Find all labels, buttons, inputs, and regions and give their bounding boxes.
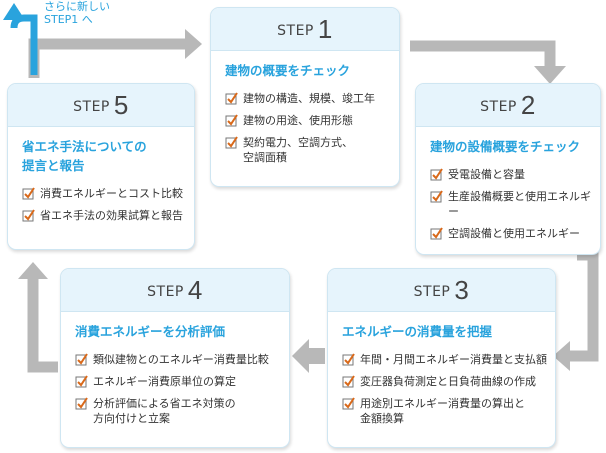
step-1-title: 建物の概要をチェック — [225, 63, 351, 78]
checklist-item-text: 年間・月間エネルギー消費量と支払額 — [360, 353, 547, 366]
checklist-item: 用途別エネルギー消費量の算出と 金額換算 — [342, 396, 547, 426]
checklist-item-text: エネルギー消費原単位の算定 — [93, 375, 236, 388]
step-4-checklist: 類似建物とのエネルギー消費量比較 エネルギー消費原単位の算定 分析評価による省エ… — [61, 352, 289, 426]
arrow-step4-to-step5-head — [18, 262, 48, 279]
step-2-title: 建物の設備概要をチェック — [430, 139, 581, 154]
checkbox-check-icon — [430, 190, 443, 203]
checkbox-check-icon — [430, 168, 443, 181]
step-3-card: STEP 3 エネルギーの消費量を把握 年間・月間エネルギー消費量と支払額 変圧… — [327, 268, 556, 448]
checkbox-check-icon — [22, 187, 35, 200]
checkbox-check-icon — [75, 353, 88, 366]
checklist-item: 契約電力、空調方式、 空調面積 — [225, 135, 391, 165]
checkbox-check-icon — [342, 375, 355, 388]
step-3-checklist: 年間・月間エネルギー消費量と支払額 変圧器負荷測定と日負荷曲線の作成 用途別エネ… — [328, 352, 555, 426]
checklist-item: 空調設備と使用エネルギー — [430, 226, 592, 241]
step-4-header: STEP 4 — [61, 269, 289, 312]
checklist-item-text: 生産設備概要と使用エネルギー — [448, 190, 591, 218]
checklist-item: 類似建物とのエネルギー消費量比較 — [75, 352, 281, 367]
step-number: 3 — [454, 274, 470, 305]
step-5-title: 省エネ手法についての 提言と報告 — [22, 139, 147, 173]
arrow-step1-to-step2-head — [534, 66, 566, 84]
checkbox-check-icon — [22, 209, 35, 222]
step-1-header: STEP 1 — [211, 8, 399, 51]
step-3-header: STEP 3 — [328, 269, 555, 312]
arrow-step3-to-step4 — [292, 339, 325, 373]
checklist-item-text: 消費エネルギーとコスト比較 — [40, 187, 183, 200]
checklist-item-text: 受電設備と容量 — [448, 168, 525, 181]
checkbox-check-icon — [225, 92, 238, 105]
checkbox-check-icon — [225, 136, 238, 149]
checklist-item-text: 用途別エネルギー消費量の算出と 金額換算 — [360, 397, 525, 425]
checklist-item: 生産設備概要と使用エネルギー — [430, 189, 592, 219]
step-4-card: STEP 4 消費エネルギーを分析評価 類似建物とのエネルギー消費量比較 エネル… — [60, 268, 290, 448]
checklist-item-text: 省エネ手法の効果試算と報告 — [40, 209, 183, 222]
restart-arrow-head — [3, 3, 25, 20]
step-1-checklist: 建物の構造、規模、竣工年 建物の用途、使用形態 契約電力、空調方式、 空調面積 — [211, 91, 399, 165]
step-label: STEP — [413, 284, 451, 300]
step-number: 1 — [317, 13, 333, 44]
step-label: STEP — [277, 23, 314, 39]
checklist-item: 消費エネルギーとコスト比較 — [22, 186, 186, 201]
step-5-checklist: 消費エネルギーとコスト比較 省エネ手法の効果試算と報告 — [8, 186, 194, 223]
checkbox-check-icon — [342, 397, 355, 410]
step-2-card: STEP 2 建物の設備概要をチェック 受電設備と容量 生産設備概要と使用エネル… — [415, 83, 601, 255]
step-number: 2 — [520, 89, 536, 120]
step-label: STEP — [147, 284, 184, 300]
step-1-card: STEP 1 建物の概要をチェック 建物の構造、規模、竣工年 建物の用途、使用形… — [210, 7, 400, 187]
checklist-item: 建物の用途、使用形態 — [225, 113, 391, 128]
checkbox-check-icon — [225, 114, 238, 127]
checklist-item: 年間・月間エネルギー消費量と支払額 — [342, 352, 547, 367]
checklist-item-text: 建物の用途、使用形態 — [243, 114, 353, 127]
arrow-step2-to-step3 — [568, 249, 599, 362]
step-label: STEP — [480, 99, 517, 115]
checkbox-check-icon — [75, 375, 88, 388]
arrow-step1-to-step2 — [410, 40, 556, 70]
checklist-item: 変圧器負荷測定と日負荷曲線の作成 — [342, 374, 547, 389]
checklist-item: エネルギー消費原単位の算定 — [75, 374, 281, 389]
checklist-item-text: 分析評価による省エネ対策の 方向付けと立案 — [93, 397, 236, 425]
step-5-card: STEP 5 省エネ手法についての 提言と報告 消費エネルギーとコスト比較 省エ… — [7, 83, 195, 250]
step-2-header: STEP 2 — [416, 84, 600, 127]
checklist-item: 分析評価による省エネ対策の 方向付けと立案 — [75, 396, 281, 426]
checklist-item: 受電設備と容量 — [430, 167, 592, 182]
arrow-step2-to-step3-head — [553, 341, 570, 371]
arrow-step5-to-step1-head — [185, 29, 202, 59]
checklist-item-text: 変圧器負荷測定と日負荷曲線の作成 — [360, 375, 536, 388]
checklist-item-text: 空調設備と使用エネルギー — [448, 227, 580, 240]
checkbox-check-icon — [75, 397, 88, 410]
step-number: 5 — [113, 89, 129, 120]
checklist-item-text: 契約電力、空調方式、 空調面積 — [243, 136, 353, 164]
checklist-item-text: 類似建物とのエネルギー消費量比較 — [93, 353, 269, 366]
step-number: 4 — [187, 274, 203, 305]
step-label: STEP — [73, 99, 110, 115]
step-2-checklist: 受電設備と容量 生産設備概要と使用エネルギー 空調設備と使用エネルギー — [416, 167, 600, 241]
step-5-header: STEP 5 — [8, 84, 194, 127]
step-3-title: エネルギーの消費量を把握 — [342, 324, 493, 339]
restart-note: さらに新しい STEP1 へ — [44, 0, 110, 26]
arrow-step4-to-step5 — [27, 276, 58, 373]
checkbox-check-icon — [342, 353, 355, 366]
restart-arrow — [10, 14, 38, 75]
checklist-item: 省エネ手法の効果試算と報告 — [22, 208, 186, 223]
checklist-item: 建物の構造、規模、竣工年 — [225, 91, 391, 106]
checkbox-check-icon — [430, 227, 443, 240]
arrow-step5-to-step1 — [28, 38, 187, 78]
step-4-title: 消費エネルギーを分析評価 — [75, 324, 226, 339]
checklist-item-text: 建物の構造、規模、竣工年 — [243, 92, 375, 105]
